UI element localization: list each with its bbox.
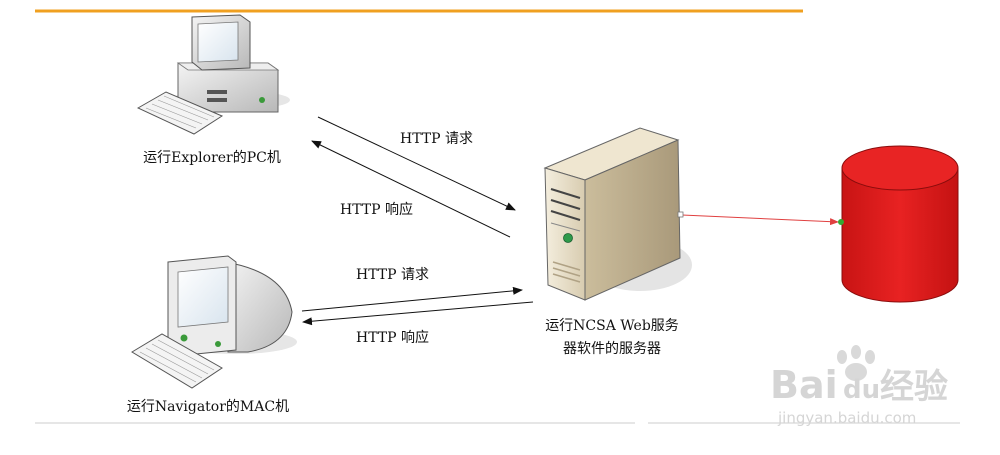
mac-response-label: HTTP 响应 <box>356 329 429 346</box>
watermark-url: jingyan.baidu.com <box>777 409 916 427</box>
server-label-line1: 运行NCSA Web服务 <box>545 318 679 334</box>
paw-icon <box>837 345 875 381</box>
pc-response-arrow <box>311 140 511 238</box>
mac-request-arrow <box>301 286 523 312</box>
mac-label: 运行Navigator的MAC机 <box>127 399 289 415</box>
server-label-line2: 器软件的服务器 <box>563 341 661 357</box>
server-tower-icon <box>543 127 692 301</box>
baidu-watermark: Bai du 经验 jingyan.baidu.com <box>770 345 948 427</box>
mac-computer-icon <box>131 255 297 389</box>
watermark-brand-cn: 经验 <box>880 367 948 407</box>
pc-request-label: HTTP 请求 <box>400 131 473 147</box>
watermark-brand-latin: Bai <box>770 363 838 407</box>
pc-label: 运行Explorer的PC机 <box>143 150 281 166</box>
watermark-brand-du: du <box>843 375 880 405</box>
mac-request-label: HTTP 请求 <box>356 267 429 283</box>
pc-response-label: HTTP 响应 <box>340 201 413 218</box>
pc-request-arrow <box>317 116 516 211</box>
server-db-connector <box>677 211 844 226</box>
desktop-pc-icon <box>136 14 290 135</box>
database-cylinder-icon <box>841 145 959 303</box>
mac-response-arrow <box>302 301 534 326</box>
